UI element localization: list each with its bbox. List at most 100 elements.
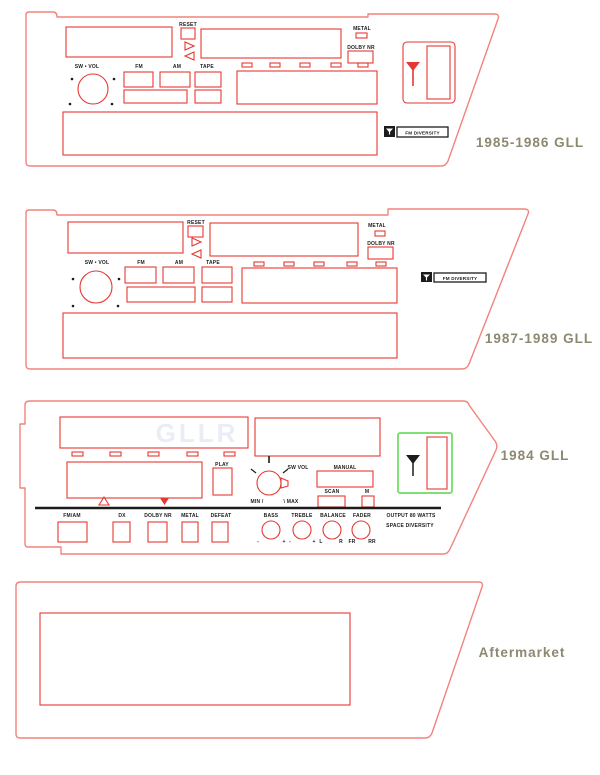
- tuner-window: [241, 267, 398, 304]
- dolby-nr-label: DOLBY NR: [367, 241, 395, 247]
- din-opening: [39, 612, 351, 706]
- balance-label: BALANCE: [320, 513, 346, 519]
- indicator-tab: [241, 62, 253, 68]
- indicator-tab: [269, 62, 281, 68]
- am-label: AM: [175, 260, 183, 266]
- screw-dot: [117, 277, 121, 281]
- am-button: [162, 266, 195, 284]
- fader-front-label: FR: [348, 539, 355, 545]
- bass-max-label: +: [282, 539, 285, 545]
- balance-knob: [322, 520, 342, 540]
- display-window: [59, 416, 249, 449]
- dx-button: [112, 521, 131, 543]
- fm-diversity-badge: [433, 272, 487, 283]
- screw-dot: [112, 77, 116, 81]
- bass-label: BASS: [264, 513, 279, 519]
- antenna-pocket: [397, 432, 453, 494]
- sw-vol-label: SW • VOL: [85, 260, 109, 266]
- memory-button: [361, 495, 375, 508]
- indicator-tab: [223, 451, 236, 457]
- fm-label: FM: [135, 64, 143, 70]
- panel-1987-1989-gll: RESET SW • VOL FM AM TAPE METAL DOLBY NR: [25, 208, 593, 370]
- tuner-window: [66, 461, 203, 499]
- reset-label: RESET: [179, 22, 197, 28]
- panel-1985-1986-gll: RESET SW • VOL FM AM TAPE METAL DOLBY NR: [25, 11, 583, 167]
- metal-indicator: [355, 32, 368, 39]
- display-window: [67, 221, 184, 254]
- tape-button: [201, 266, 233, 284]
- volume-knob: [77, 73, 109, 105]
- reset-label: RESET: [187, 220, 205, 226]
- tape-button: [194, 71, 222, 88]
- fm-am-label: FM/AM: [63, 513, 80, 519]
- fm-button: [124, 266, 157, 284]
- tape-label: TAPE: [200, 64, 214, 70]
- volume-knob: [79, 270, 113, 304]
- indicator-tab: [283, 261, 295, 267]
- eject-button: [201, 286, 233, 303]
- knob-pointer: [280, 477, 289, 489]
- indicator-tab: [357, 62, 369, 68]
- screw-dot: [71, 277, 75, 281]
- manual-button: [316, 470, 374, 488]
- lower-trim-panel: [62, 111, 378, 156]
- fm-am-button: [57, 521, 88, 543]
- dolby-nr-button: [347, 50, 374, 64]
- faceplate-outline: [15, 581, 484, 739]
- sw-vol-label: SW • VOL: [75, 64, 99, 70]
- fm-diversity-text: FM DIVERSITY: [443, 276, 478, 281]
- min-label: MIN /: [251, 499, 264, 505]
- cassette-door: [200, 28, 342, 59]
- treble-knob: [292, 520, 312, 540]
- knob-tick: [282, 468, 289, 474]
- display-window: [65, 26, 173, 58]
- indicator-tab: [330, 62, 342, 68]
- tune-down-marker-icon: [160, 498, 169, 505]
- play-label: PLAY: [215, 462, 229, 468]
- treble-label: TREBLE: [291, 513, 313, 519]
- antenna-pocket: [402, 41, 456, 104]
- year-label: Aftermarket: [479, 645, 566, 660]
- manual-label: MANUAL: [334, 465, 357, 471]
- reset-button: [187, 225, 204, 238]
- seek-back-icon: [190, 249, 202, 259]
- seek-forward-icon: [191, 237, 203, 247]
- year-label: 1987-1989 GLL: [485, 331, 593, 346]
- display-watermark: GLLR: [156, 418, 239, 448]
- lower-trim-panel: [62, 312, 398, 359]
- dolby-nr-label: DOLBY NR: [347, 45, 375, 51]
- cassette-door: [209, 222, 359, 257]
- seek-back-icon: [183, 51, 195, 61]
- dx-label: DX: [118, 513, 126, 519]
- metal-label: METAL: [181, 513, 199, 519]
- screw-dot: [110, 102, 114, 106]
- defeat-label: DEFEAT: [211, 513, 232, 519]
- preset-button: [126, 286, 196, 303]
- dolby-nr-label: DOLBY NR: [144, 513, 172, 519]
- cassette-door: [254, 417, 381, 457]
- metal-indicator: [374, 230, 386, 237]
- metal-label: METAL: [353, 26, 371, 32]
- output-watts-label: OUTPUT 80 WATTS: [386, 513, 435, 519]
- eject-button: [194, 89, 222, 104]
- dolby-nr-button: [147, 521, 168, 543]
- play-button: [212, 467, 233, 496]
- fm-label: FM: [137, 260, 145, 266]
- volume-knob: [256, 470, 282, 496]
- fm-diversity-badge: [396, 126, 449, 138]
- screw-dot: [71, 304, 75, 308]
- metal-label: METAL: [368, 223, 386, 229]
- scan-label: SCAN: [325, 489, 340, 495]
- panel-1984-gll: GLLR PLAY SW VOL MIN / \ MAX MANUAL SCAN…: [19, 400, 568, 555]
- treble-max-label: +: [312, 539, 315, 545]
- tuner-window: [236, 70, 378, 105]
- dolby-nr-button: [367, 246, 394, 260]
- indicator-tab: [313, 261, 325, 267]
- sw-vol-label: SW VOL: [288, 465, 309, 471]
- indicator-tab: [253, 261, 265, 267]
- indicator-tab: [109, 451, 122, 457]
- defeat-button: [211, 521, 229, 543]
- bass-min-label: -: [257, 539, 259, 545]
- treble-min-label: -: [289, 539, 291, 545]
